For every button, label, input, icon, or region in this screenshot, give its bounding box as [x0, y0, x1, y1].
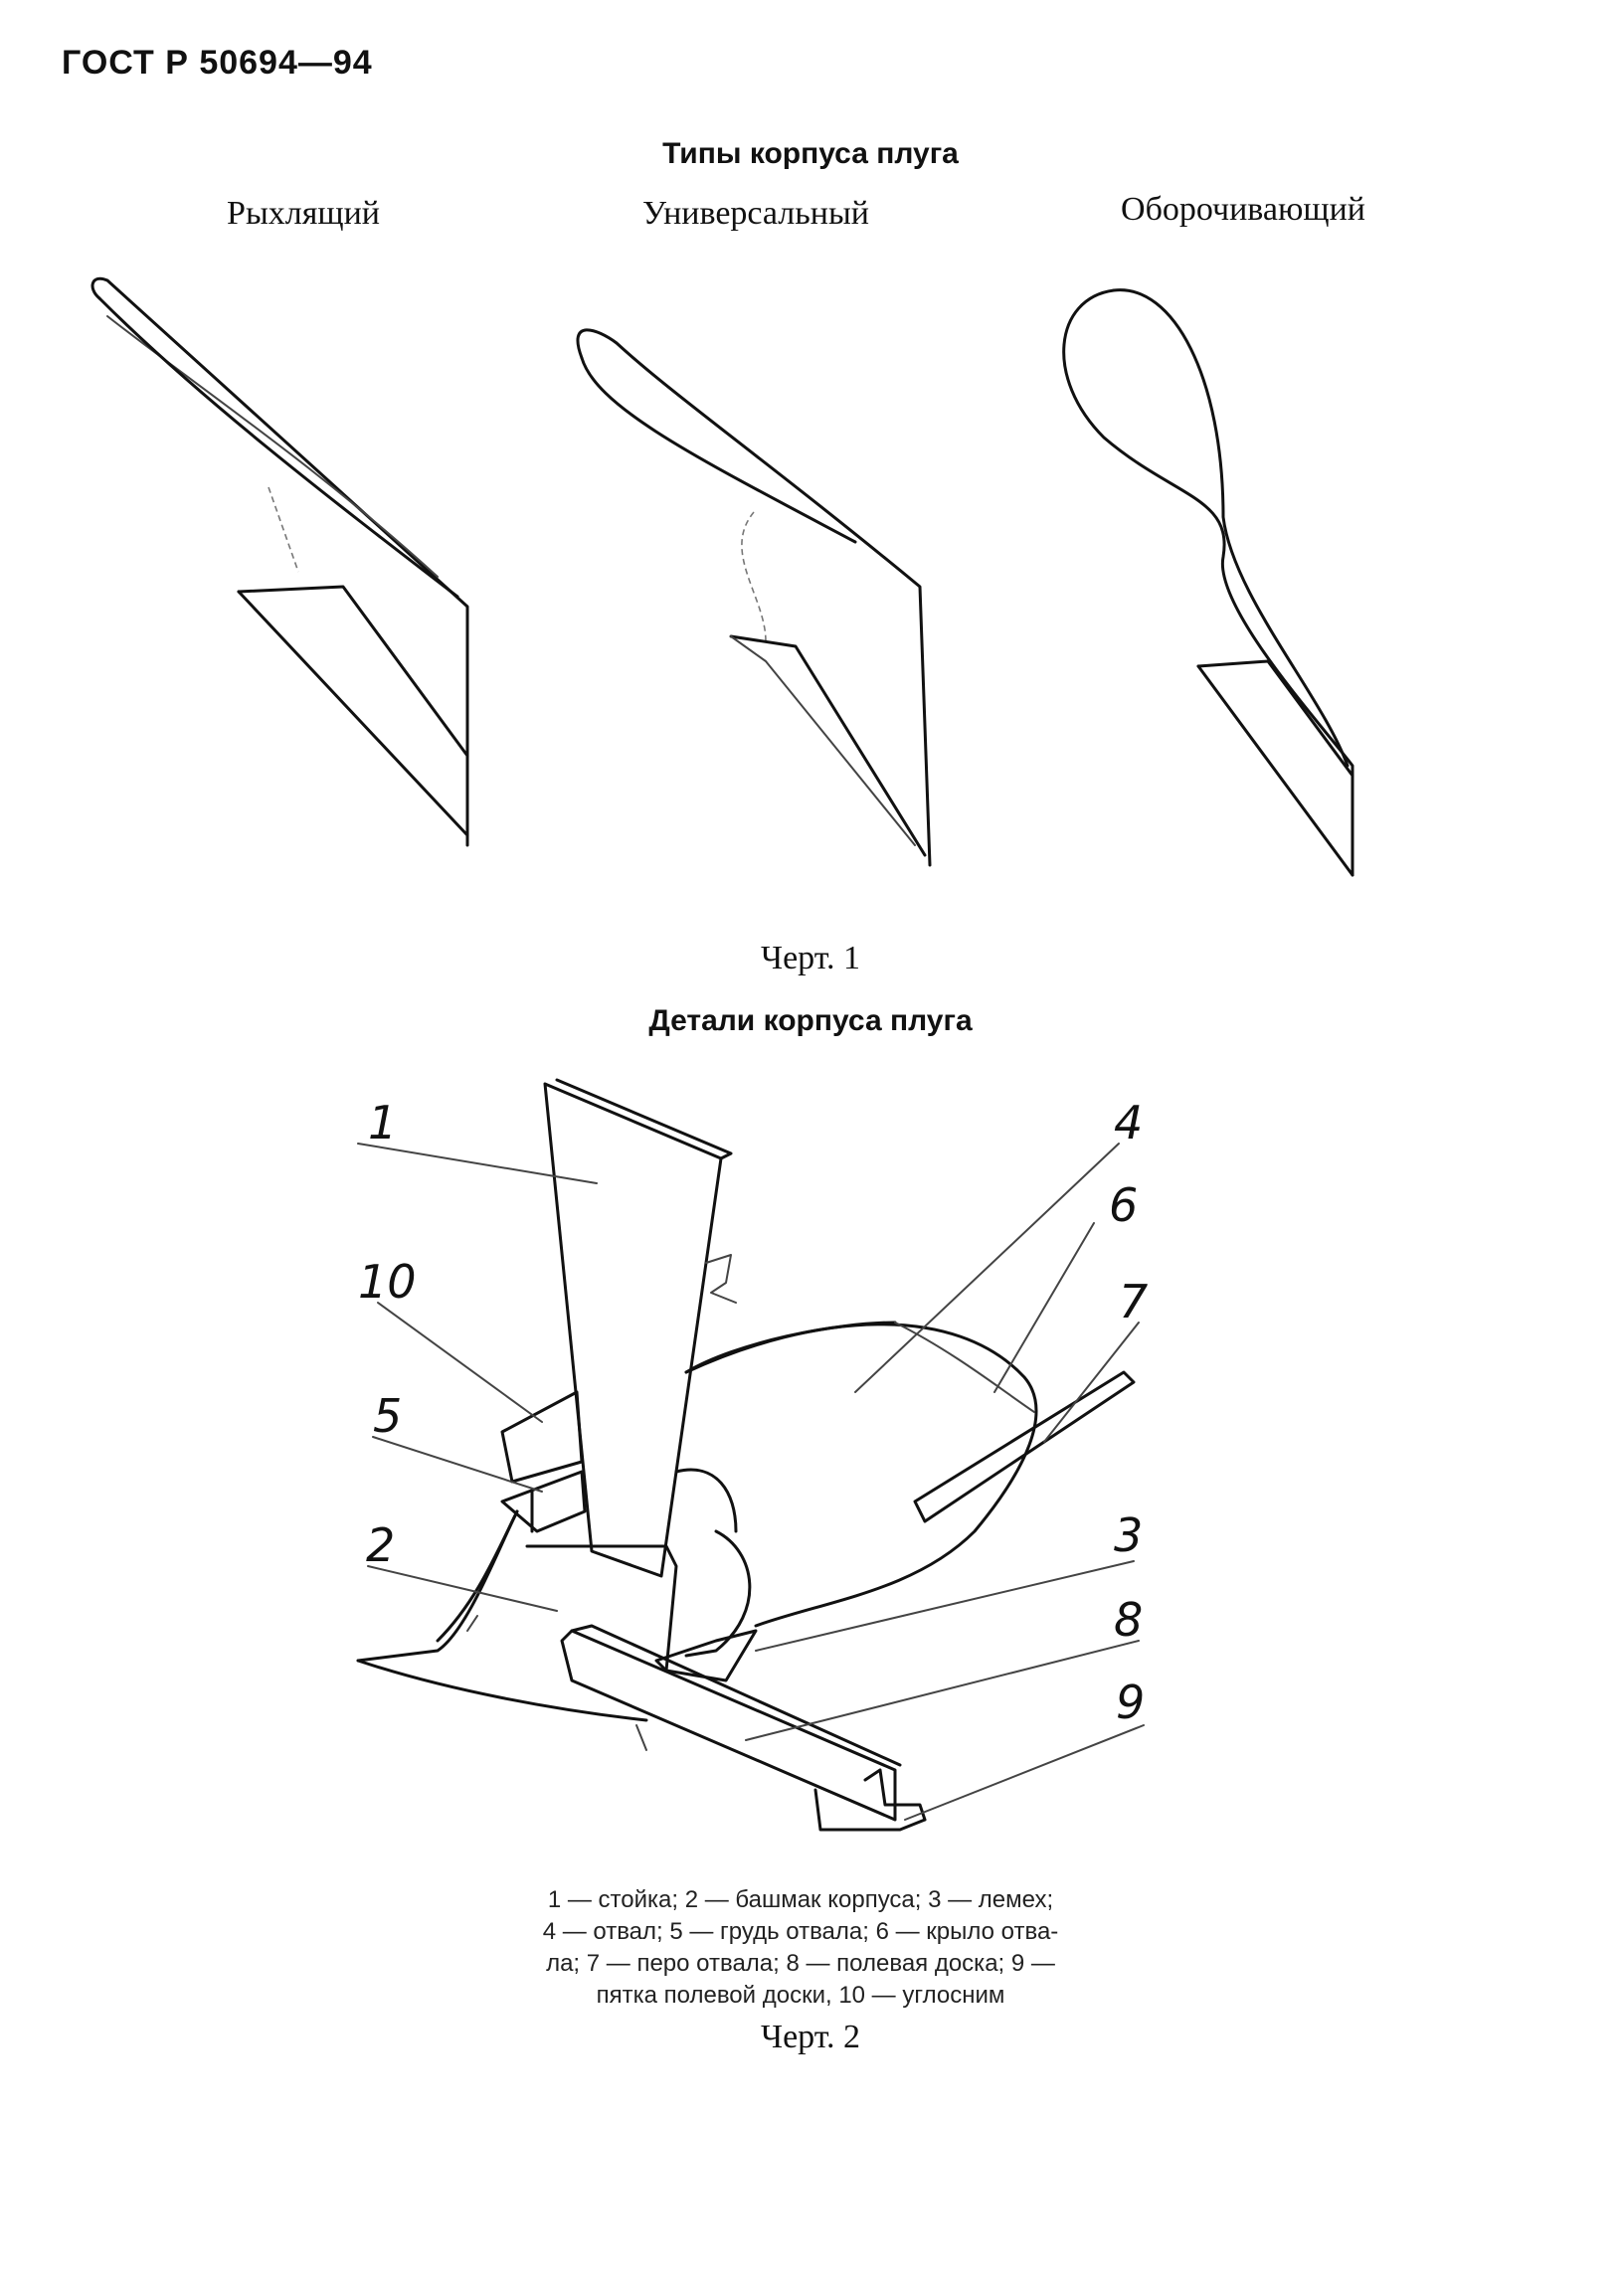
figure2-title: Детали корпуса плуга	[648, 1004, 973, 1037]
document-header: ГОСТ Р 50694—94	[62, 44, 373, 82]
callout-8: 8	[1114, 1593, 1143, 1647]
plow-type-loosening-drawing	[90, 276, 469, 847]
callout-9: 9	[1116, 1676, 1145, 1729]
plow-body-parts-drawing: 1 2 3 4 5 6 7 8 9 10	[356, 1078, 1148, 1832]
figure2-caption: Черт. 2	[760, 2019, 861, 2055]
legend-line: 1 — стойка; 2 — башмак корпуса; 3 — леме…	[547, 1886, 1054, 1913]
legend-line: 4 — отвал; 5 — грудь отвала; 6 — крыло о…	[542, 1918, 1059, 1945]
plow-type-universal-drawing	[576, 328, 932, 867]
figure1-caption: Черт. 1	[760, 940, 861, 976]
callout-6: 6	[1109, 1178, 1138, 1232]
type-label-turning: Оборочивающий	[1121, 191, 1365, 228]
legend-line: ла; 7 — перо отвала; 8 — полевая доска; …	[546, 1950, 1055, 1977]
callout-7: 7	[1119, 1275, 1148, 1328]
callout-10: 10	[358, 1255, 417, 1309]
callout-5: 5	[373, 1389, 402, 1443]
figure2-legend: 1 — стойка; 2 — башмак корпуса; 3 — леме…	[378, 1884, 1223, 2012]
callout-1: 1	[368, 1096, 397, 1149]
callout-2: 2	[366, 1518, 395, 1572]
callout-3: 3	[1114, 1508, 1143, 1562]
figure1-title: Типы корпуса плуга	[662, 137, 959, 170]
legend-line: пятка полевой доски, 10 — углосним	[596, 1982, 1005, 2009]
plow-type-turning-drawing	[1062, 288, 1354, 877]
callout-4: 4	[1114, 1096, 1143, 1149]
type-label-universal: Универсальный	[641, 195, 870, 232]
type-label-loosening: Рыхлящий	[227, 195, 380, 232]
